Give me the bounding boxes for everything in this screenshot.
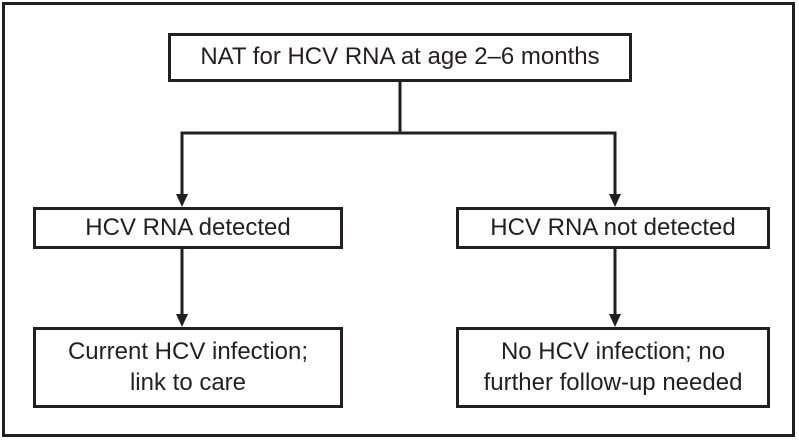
node-hcv-rna-not-detected: HCV RNA not detected [456, 207, 770, 249]
node-no-infection-line1: No HCV infection; no [500, 337, 726, 365]
node-no-infection: No HCV infection; no further follow-up n… [456, 327, 770, 408]
node-hcv-rna-not-detected-label: HCV RNA not detected [490, 213, 736, 241]
arrowhead-to-detected-icon [176, 194, 188, 207]
node-current-infection: Current HCV infection; link to care [33, 327, 343, 408]
arrowhead-to-not-detected-icon [609, 194, 621, 207]
node-hcv-rna-detected: HCV RNA detected [33, 207, 343, 249]
node-current-infection-line1: Current HCV infection; [67, 337, 309, 365]
arrowhead-to-no-infection-icon [609, 314, 621, 327]
node-nat-test: NAT for HCV RNA at age 2–6 months [168, 33, 632, 82]
node-current-infection-line2: link to care [129, 368, 247, 396]
arrowhead-to-infection-icon [176, 314, 188, 327]
node-no-infection-line2: further follow-up needed [483, 368, 743, 396]
connector-branch-bar [180, 131, 617, 197]
flowchart-outer-border: NAT for HCV RNA at age 2–6 months HCV RN… [2, 2, 795, 437]
node-nat-test-label: NAT for HCV RNA at age 2–6 months [200, 43, 600, 71]
flowchart: NAT for HCV RNA at age 2–6 months HCV RN… [5, 5, 792, 434]
node-hcv-rna-detected-label: HCV RNA detected [85, 213, 291, 241]
